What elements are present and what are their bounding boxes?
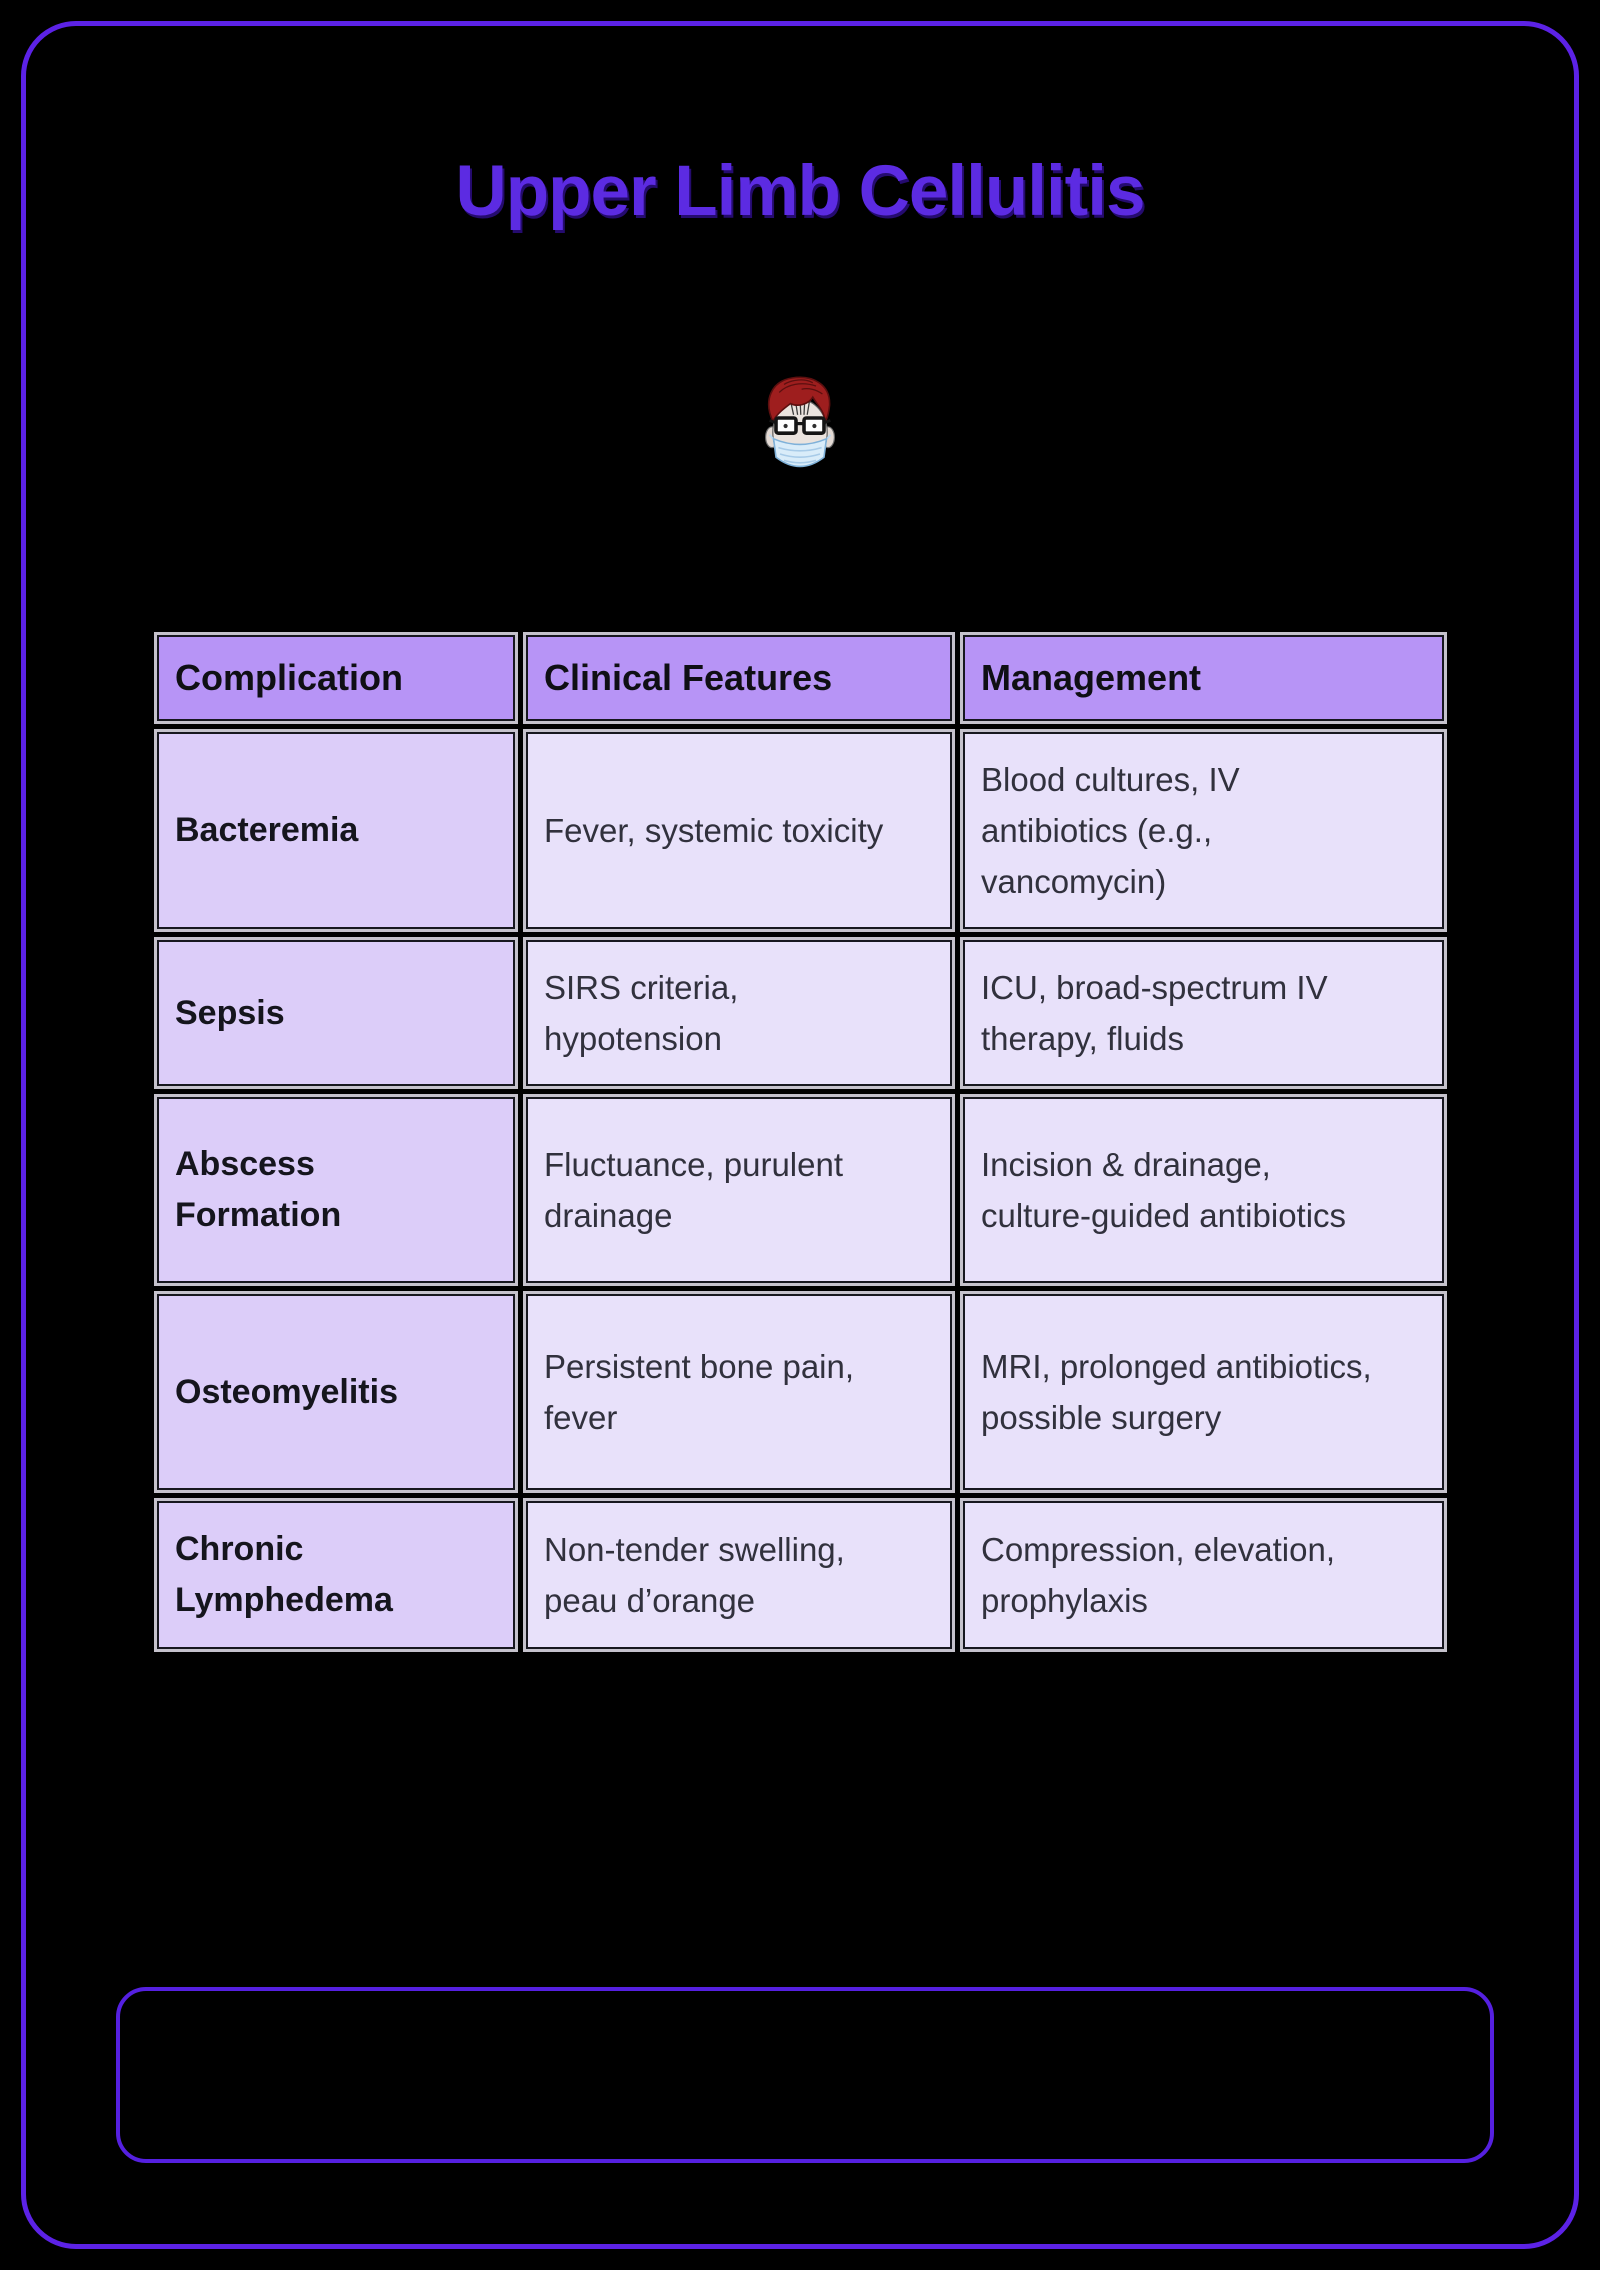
doctor-avatar [752, 370, 848, 482]
mask-folds [778, 446, 822, 464]
cell-clinical-features: Fluctuance, purulent drainage [526, 1097, 952, 1283]
cell-management: MRI, prolonged antibiotics, possible sur… [963, 1294, 1444, 1490]
complications-table: Complication Clinical Features Managemen… [157, 635, 1444, 1649]
cell-management: Blood cultures, IV antibiotics (e.g., va… [963, 732, 1444, 929]
cell-clinical-features: SIRS criteria, hypotension [526, 940, 952, 1086]
page-border-frame [21, 21, 1579, 2249]
forehead-shading [789, 397, 811, 415]
cell-complication: Abscess Formation [157, 1097, 515, 1283]
cell-complication: Osteomyelitis [157, 1294, 515, 1490]
cell-clinical-features: Persistent bone pain, fever [526, 1294, 952, 1490]
column-header-management: Management [963, 635, 1444, 721]
hair-strands [778, 379, 823, 395]
glasses-temple-right [823, 419, 831, 425]
cell-clinical-features: Non-tender swelling, peau d’orange [526, 1501, 952, 1649]
cell-clinical-features: Fever, systemic toxicity [526, 732, 952, 929]
page-title: Upper Limb Cellulitis [455, 152, 1145, 231]
column-header-clinical-features: Clinical Features [526, 635, 952, 721]
glasses-temple-left [769, 419, 777, 425]
cell-complication: Bacteremia [157, 732, 515, 929]
column-header-complication: Complication [157, 635, 515, 721]
cell-management: Compression, elevation, prophylaxis [963, 1501, 1444, 1649]
cell-management: Incision & drainage, culture-guided anti… [963, 1097, 1444, 1283]
surgical-mask [772, 437, 828, 468]
cell-complication: Chronic Lymphedema [157, 1501, 515, 1649]
eye-right [812, 423, 817, 429]
masked-doctor-face-icon [765, 376, 835, 468]
cell-management: ICU, broad-spectrum IV therapy, fluids [963, 940, 1444, 1086]
cell-complication: Sepsis [157, 940, 515, 1086]
eye-left [783, 423, 788, 429]
footer-notes-box [116, 1987, 1494, 2163]
